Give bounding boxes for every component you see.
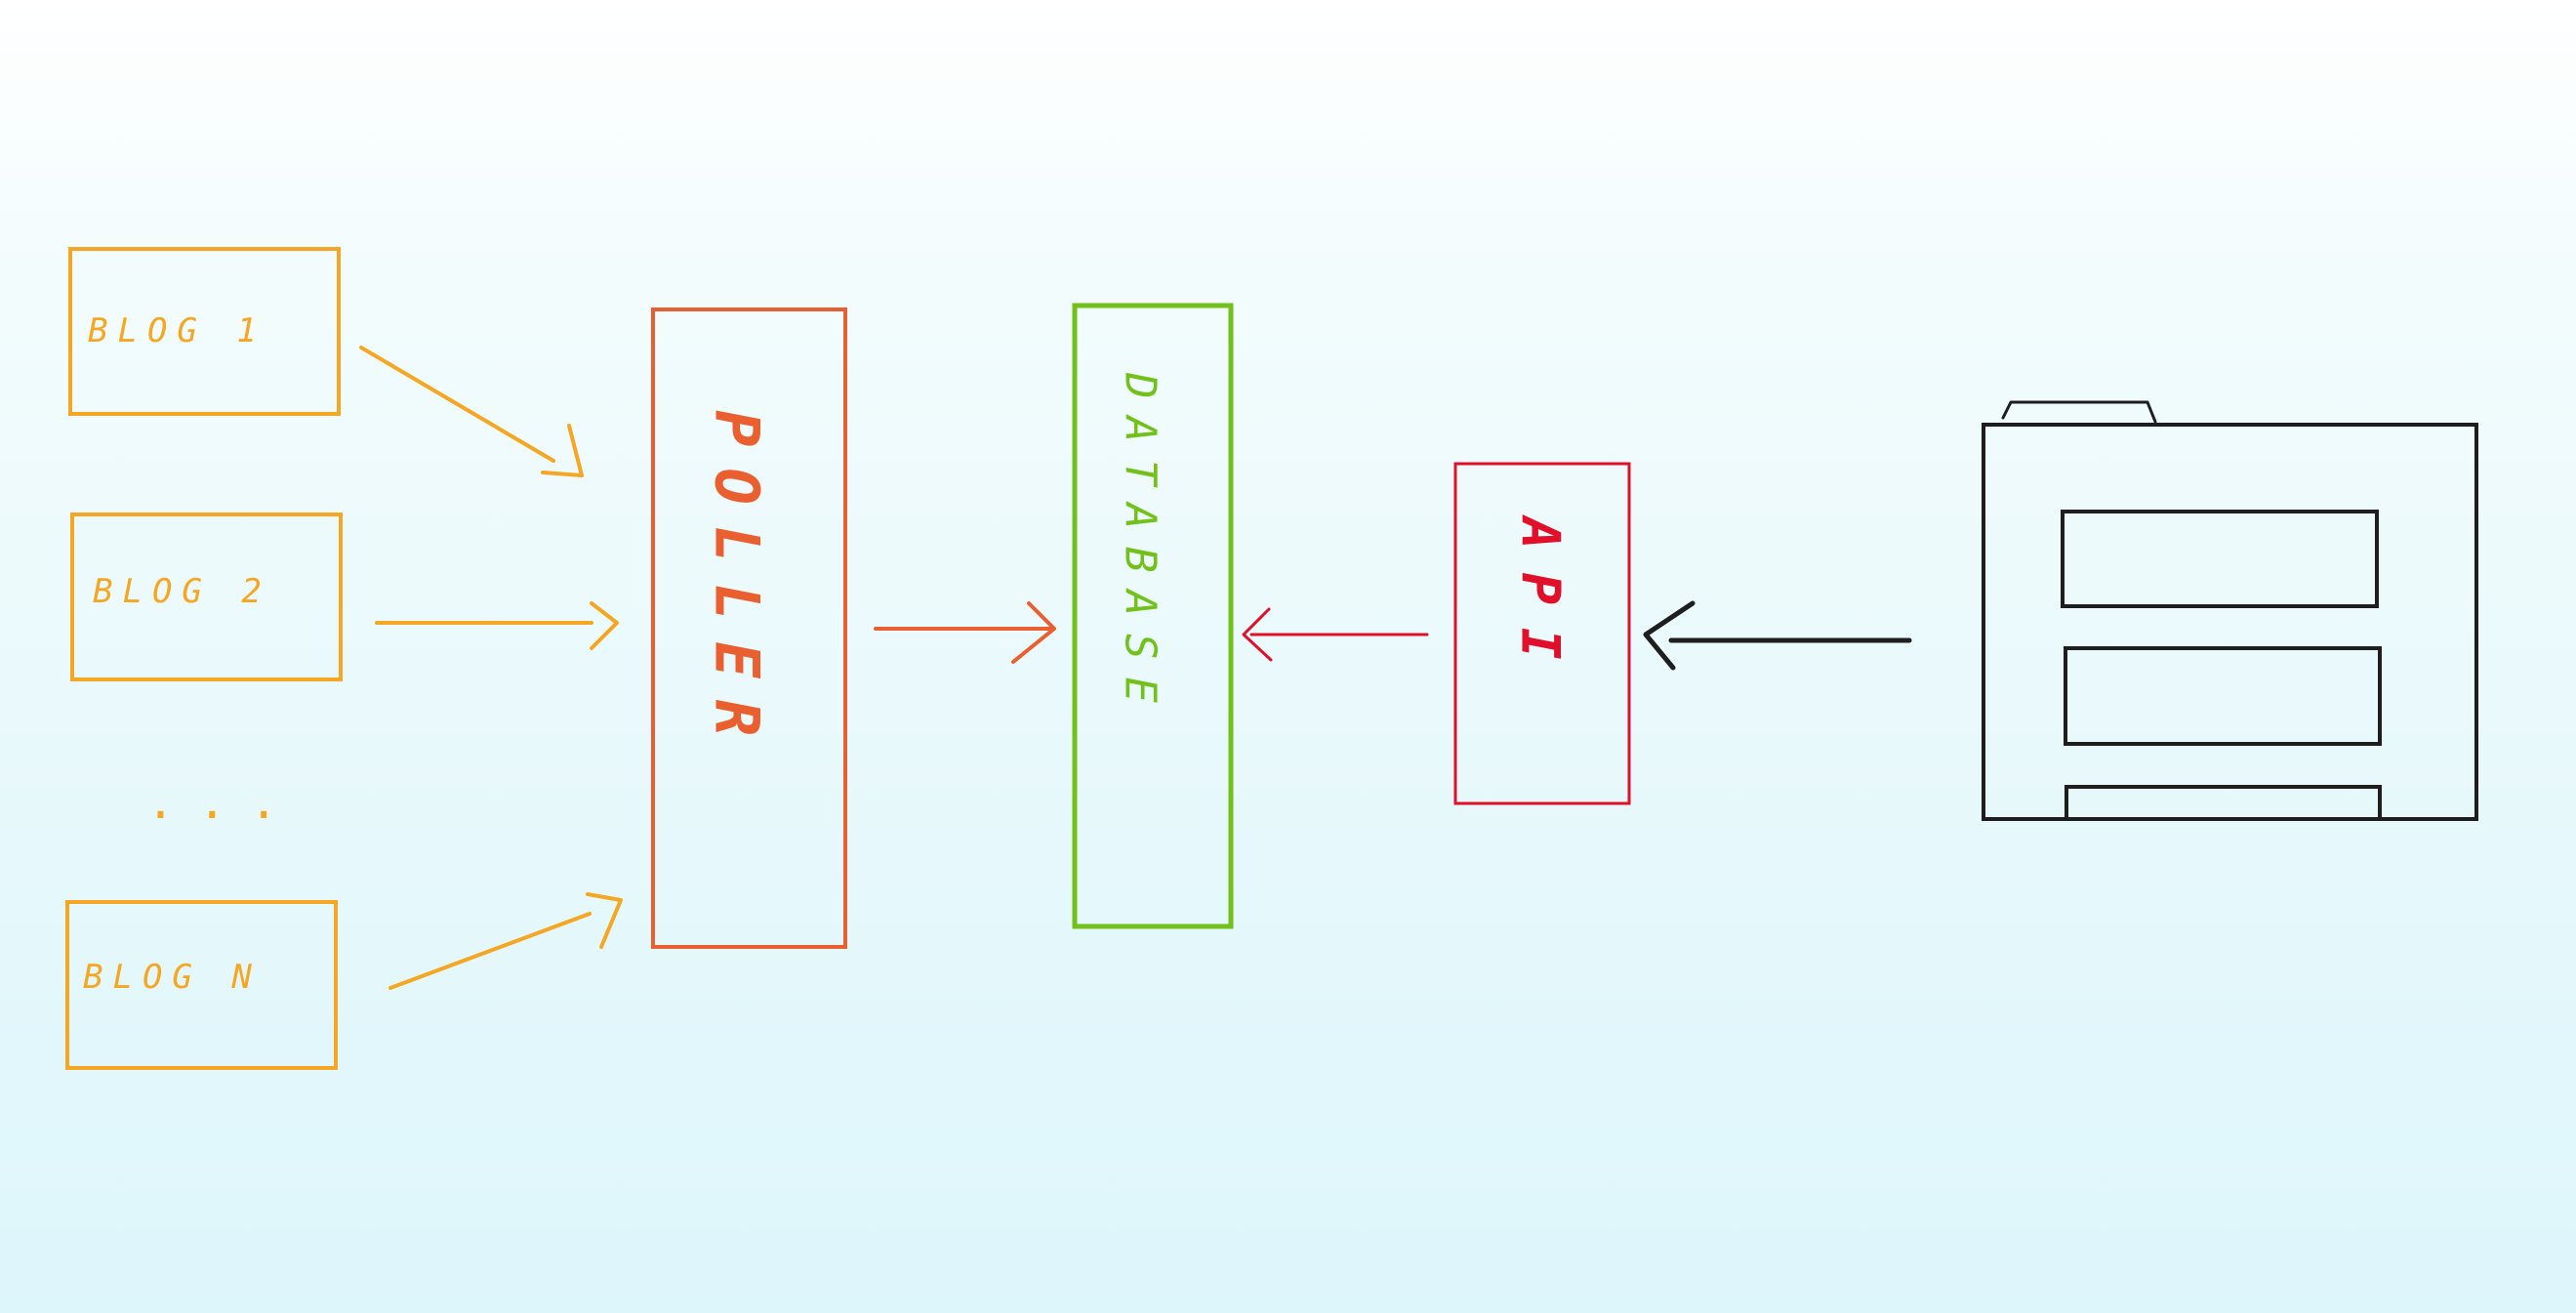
blog-2-node: BLOG 2 xyxy=(70,513,343,681)
arrow-api-to-database xyxy=(1242,607,1429,662)
arrow-client-to-api xyxy=(1643,600,1912,671)
blog-n-label: BLOG N xyxy=(83,958,262,997)
api-label: API xyxy=(1510,514,1572,683)
poller-node: POLLER xyxy=(651,308,847,949)
window-content-row-3 xyxy=(2065,785,2382,821)
blog-1-label: BLOG 1 xyxy=(88,311,266,350)
database-label: DATABASE xyxy=(1116,372,1165,720)
window-content-row-1 xyxy=(2061,510,2379,608)
blog-n-node: BLOG N xyxy=(65,900,338,1070)
app-window-icon xyxy=(1982,400,2478,821)
arrow-blog-1-to-poller xyxy=(359,346,584,477)
ellipsis-text: ... xyxy=(146,775,302,830)
window-content-row-2 xyxy=(2064,646,2382,746)
api-node: API xyxy=(1453,462,1631,805)
database-node: DATABASE xyxy=(1072,303,1234,929)
arrow-blog-n-to-poller xyxy=(388,892,623,990)
blog-1-node: BLOG 1 xyxy=(68,247,341,416)
arrow-poller-to-database xyxy=(874,601,1056,664)
blog-2-label: BLOG 2 xyxy=(93,572,271,611)
arrow-blog-2-to-poller xyxy=(375,601,619,650)
poller-label: POLLER xyxy=(702,410,773,758)
